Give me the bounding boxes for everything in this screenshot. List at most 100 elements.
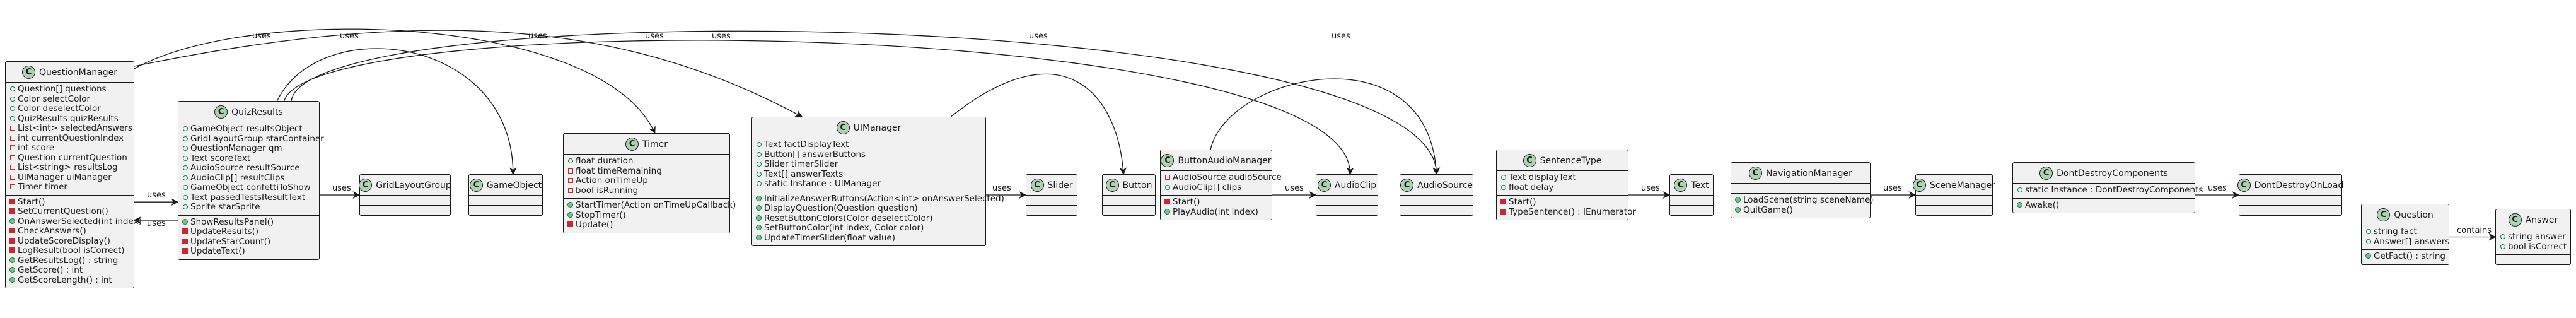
method-text: GetFact() : string <box>2374 251 2445 261</box>
private-visibility-icon <box>9 182 16 192</box>
class-name: Answer <box>2525 215 2558 225</box>
field-text: List<string> resultsLog <box>18 162 118 172</box>
method-row: Start() <box>1164 197 1268 208</box>
class-name: ButtonAudioManager <box>1178 155 1272 166</box>
public-visibility-icon <box>182 124 189 134</box>
public-visibility-icon <box>182 154 189 164</box>
method-text: StartTimer(Action onTimeUpCallback) <box>576 200 736 210</box>
private-visibility-icon <box>182 227 189 237</box>
method-text: QuitGame() <box>1743 204 1793 215</box>
field-row: int currentQuestionIndex <box>9 133 131 144</box>
methods-section <box>2496 254 2570 264</box>
methods-section <box>1400 205 1473 215</box>
field-text: List<int> selectedAnswers <box>18 123 132 133</box>
private-visibility-icon <box>9 207 16 217</box>
public-visibility-icon <box>182 163 189 174</box>
relationship-label: uses <box>645 32 664 41</box>
method-row: Start() <box>9 197 131 208</box>
public-visibility-icon <box>182 203 189 213</box>
methods-section: Awake() <box>2013 197 2195 213</box>
methods-section: Start()SetCurrentQuestion()OnAnswerSelec… <box>6 194 142 288</box>
methods-section <box>1103 205 1155 215</box>
method-text: Awake() <box>2025 199 2060 210</box>
field-row: Timer timer <box>9 182 131 192</box>
public-visibility-icon <box>9 114 16 124</box>
field-row: Text[] answerTexts <box>755 168 982 180</box>
class-icon: C <box>1105 179 1119 192</box>
relationship-line-quiz-results-to-game-object <box>276 48 517 175</box>
public-visibility-icon <box>1734 206 1741 216</box>
relationship-line-question-manager-to-uimanager <box>134 30 803 117</box>
fields-section <box>1400 196 1473 205</box>
relationship-label: uses <box>1883 184 1902 193</box>
field-text: Color deselectColor <box>18 103 101 114</box>
public-visibility-icon <box>1164 183 1171 193</box>
public-visibility-icon <box>2365 252 2372 262</box>
field-row: Text displayText <box>1500 172 1625 183</box>
relationship-label: uses <box>1285 184 1304 193</box>
method-row: UpdateStarCount() <box>182 237 316 247</box>
field-text: Text[] answerTexts <box>764 168 844 179</box>
field-text: Timer timer <box>18 182 67 192</box>
private-visibility-icon <box>9 197 16 208</box>
class-name: GridLayoutGroup <box>376 180 451 191</box>
class-icon: C <box>1400 179 1414 192</box>
public-visibility-icon <box>1734 196 1741 206</box>
class-name: Question <box>2394 209 2434 220</box>
relationship-line-quiz-results-to-audio-source <box>291 30 1441 175</box>
class-name: SceneManager <box>1929 180 1996 191</box>
fields-section: static Instance : DontDestroyComponents <box>2013 184 2203 198</box>
field-row: static Instance : UIManager <box>755 179 982 189</box>
method-text: Start() <box>18 196 45 207</box>
method-row: Awake() <box>2016 199 2191 211</box>
class-name: Text <box>1691 180 1709 191</box>
field-row: float timeRemaining <box>567 166 726 177</box>
public-visibility-icon <box>755 194 762 204</box>
field-text: Action onTimeUp <box>576 175 648 186</box>
private-visibility-icon <box>182 237 189 247</box>
methods-section <box>469 205 542 215</box>
public-visibility-icon <box>9 276 16 286</box>
public-visibility-icon <box>182 174 189 184</box>
public-visibility-icon <box>755 233 762 244</box>
public-visibility-icon <box>2365 237 2372 247</box>
class-icon: C <box>2237 179 2251 192</box>
private-visibility-icon <box>9 173 16 183</box>
field-text: Text factDisplayText <box>764 139 849 150</box>
private-visibility-icon <box>9 163 16 173</box>
public-visibility-icon <box>9 217 16 227</box>
class-name: QuizResults <box>231 107 283 117</box>
fields-section <box>1670 196 1713 205</box>
field-row: Button[] answerButtons <box>755 150 982 160</box>
method-text: PlayAudio(int index) <box>1173 206 1258 217</box>
class-icon: C <box>1912 179 1926 192</box>
method-row: UpdateResults() <box>182 227 316 237</box>
field-text: string fact <box>2374 227 2417 237</box>
field-text: QuizResults quizResults <box>18 113 119 124</box>
public-visibility-icon <box>2365 227 2372 237</box>
method-row: GetScoreLength() : int <box>9 275 131 286</box>
public-visibility-icon <box>1164 208 1171 218</box>
class-icon: C <box>214 105 228 119</box>
field-row: float delay <box>1500 182 1625 193</box>
private-visibility-icon <box>567 167 574 177</box>
relationship-label: uses <box>1332 32 1350 41</box>
public-visibility-icon <box>2016 201 2023 211</box>
field-row: bool isRunning <box>567 186 726 196</box>
field-text: QuestionManager qm <box>190 143 282 153</box>
